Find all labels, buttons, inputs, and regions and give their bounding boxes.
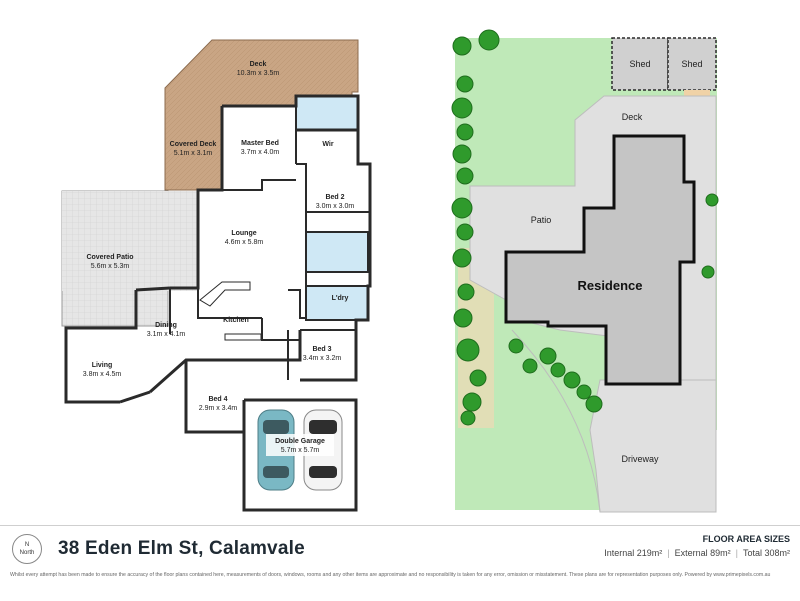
compass-letter: N [24, 542, 30, 548]
room-label-double-garage: Double Garage [275, 438, 325, 445]
disclaimer-text: Whilst every attempt has been made to en… [10, 572, 771, 578]
room-dims-bed-3: 3.4m x 3.2m [303, 355, 342, 362]
driveway-edge [511, 329, 601, 513]
site-plan: Shed Shed Deck Patio Residence Driveway [451, 29, 719, 513]
laundry-area [305, 285, 369, 321]
interior-walls [169, 130, 370, 380]
room-dims-double-garage: 5.7m x 5.7m [281, 447, 320, 454]
north-compass-icon: N North [12, 534, 42, 564]
compass-word: North [19, 550, 35, 556]
room-label-bed-4: Bed 4 [208, 396, 227, 403]
residence-footprint [504, 134, 696, 386]
room-dims-covered-deck: 5.1m x 3.1m [174, 150, 213, 157]
room-label-bed-2: Bed 2 [325, 194, 344, 201]
shed-2-area [667, 37, 717, 91]
footer: N North 38 Eden Elm St, Calamvale FLOOR … [0, 525, 800, 601]
room-label-covered-patio: Covered Patio [86, 254, 133, 261]
house-walls [64, 94, 372, 512]
site-label-shed-2: Shed [681, 59, 702, 69]
floor-area-internal: Internal 219m² [604, 548, 663, 558]
site-label-residence: Residence [577, 278, 642, 293]
ensuite-area [295, 95, 359, 131]
floor-area-total: Total 308m² [742, 548, 790, 558]
floor-area-title: FLOOR AREA SIZES [702, 534, 790, 544]
room-dims-bed-2: 3.0m x 3.0m [316, 203, 355, 210]
room-dims-bed-4: 2.9m x 3.4m [199, 405, 238, 412]
kitchen-bench [199, 281, 251, 307]
room-label-living: Living [92, 362, 113, 369]
room-dims-covered-patio: 5.6m x 5.3m [91, 263, 130, 270]
bathroom-area [305, 231, 369, 273]
property-address: 38 Eden Elm St, Calamvale [58, 538, 305, 559]
room-dims-dining: 3.1m x 4.1m [147, 331, 186, 338]
driveway-area [589, 379, 717, 513]
floor-area-external: External 89m² [674, 548, 731, 558]
floor-plan-diagram: Deck 10.3m x 3.5m Covered Deck 5.1m x 3.… [61, 29, 719, 513]
covered-patio-area-2 [62, 191, 198, 291]
site-label-patio: Patio [531, 215, 552, 225]
room-label-kitchen: Kitchen [223, 317, 249, 324]
room-label-master-bed: Master Bed [241, 140, 279, 147]
floor-plan: Deck 10.3m x 3.5m Covered Deck 5.1m x 3.… [61, 39, 372, 512]
kitchen-counter [224, 333, 262, 341]
room-label-lounge: Lounge [231, 230, 256, 237]
room-label-dining: Dining [155, 322, 177, 329]
room-dims-master-bed: 3.7m x 4.0m [241, 149, 280, 156]
site-label-deck: Deck [622, 112, 643, 122]
room-label-laundry: L'dry [332, 295, 349, 302]
shed-1-area [611, 37, 669, 91]
site-label-driveway: Driveway [621, 454, 659, 464]
trees [451, 29, 719, 426]
room-label-bed-3: Bed 3 [312, 346, 331, 353]
room-label-covered-deck: Covered Deck [170, 141, 217, 148]
room-label-deck-main: Deck [250, 61, 267, 68]
room-dims-lounge: 4.6m x 5.8m [225, 239, 264, 246]
separator: | [667, 548, 670, 558]
garage-label-backdrop [266, 434, 334, 456]
site-label-shed-1: Shed [629, 59, 650, 69]
floor-area-values: Internal 219m² | External 89m² | Total 308m² [604, 548, 790, 558]
room-dims-living: 3.8m x 4.5m [83, 371, 122, 378]
room-label-wir: Wir [322, 141, 333, 148]
separator: | [735, 548, 738, 558]
room-dims-deck-main: 10.3m x 3.5m [237, 70, 280, 77]
